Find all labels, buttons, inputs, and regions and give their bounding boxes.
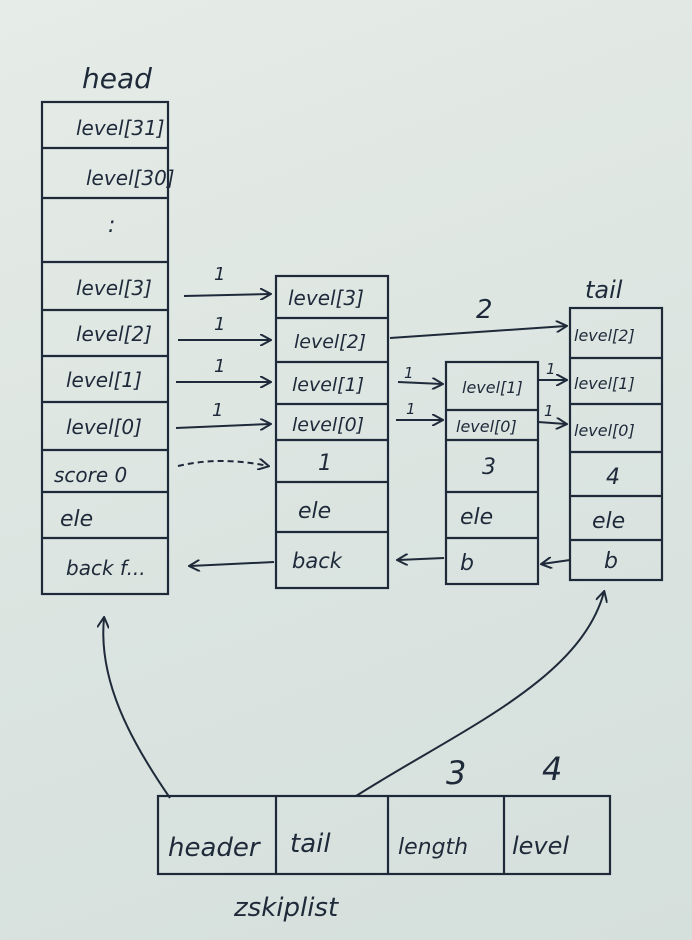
- head-cell-ele: ele: [60, 507, 93, 532]
- pointer-tail-to-tail: [355, 592, 604, 797]
- zskiplist-name: zskiplist: [233, 893, 339, 923]
- tail-node: level[2] level[1] level[0] 4 ele b: [568, 306, 664, 582]
- node-1-cell-level3: level[3]: [288, 286, 364, 310]
- head-cell-level2: level[2]: [76, 322, 152, 346]
- head-node-frame: [40, 100, 170, 596]
- node-2: level[1] level[0] 3 ele b: [444, 360, 540, 586]
- zskiplist-field-length: length: [398, 835, 468, 860]
- head-cell-level31: level[31]: [76, 116, 165, 140]
- pointer-score-null: [177, 461, 268, 466]
- head-cell-ellipsis: :: [108, 213, 115, 238]
- span-n2-l1: 1: [546, 360, 556, 378]
- forward-pointers: 1 1 1 1 2 1 1 1 1: [175, 264, 566, 466]
- zskiplist-frame: [156, 794, 612, 876]
- head-cell-level0: level[0]: [66, 415, 142, 439]
- node-1-frame: [274, 274, 390, 590]
- pointer-tail-back: [542, 560, 571, 564]
- node-1-cell-level2: level[2]: [294, 331, 366, 353]
- pointer-n1-l1: [397, 382, 442, 384]
- zskiplist-level-value: 4: [542, 750, 562, 788]
- zskiplist-field-level: level: [512, 832, 569, 860]
- zskiplist-field-header: header: [168, 833, 262, 863]
- head-cell-level3: level[3]: [76, 276, 152, 300]
- tail-cell-level1: level[1]: [574, 374, 635, 393]
- head-node: level[31] level[30] : level[3] level[2] …: [40, 100, 175, 596]
- node-1-cell-ele: ele: [298, 499, 331, 524]
- node-2-cell-score: 3: [482, 455, 496, 480]
- tail-node-frame: [568, 306, 664, 582]
- pointer-n2-l0: [537, 422, 566, 424]
- node-2-cell-b: b: [460, 551, 474, 576]
- node-1-cell-level0: level[0]: [292, 414, 364, 436]
- zskiplist-struct: header tail length level 3 4 zskiplist: [156, 750, 612, 923]
- node-1-cell-back: back: [292, 549, 343, 573]
- pointer-header-to-head: [103, 618, 171, 799]
- node-2-cell-level0: level[0]: [456, 417, 517, 436]
- pointer-n2-back: [398, 558, 445, 560]
- span-head-l0: 1: [212, 400, 223, 421]
- head-cell-level30: level[30]: [86, 166, 175, 190]
- span-head-l1: 1: [214, 356, 225, 377]
- node-2-frame: [444, 360, 540, 586]
- tail-cell-ele: ele: [592, 509, 625, 534]
- head-cell-score: score 0: [54, 463, 127, 487]
- tail-title: tail: [585, 276, 623, 304]
- tail-cell-score: 4: [606, 465, 620, 490]
- pointer-head-l3: [183, 294, 270, 296]
- struct-pointers: [103, 592, 604, 799]
- tail-cell-b: b: [604, 549, 618, 574]
- node-2-cell-ele: ele: [460, 505, 493, 530]
- head-cell-level1: level[1]: [66, 368, 142, 392]
- backward-pointers: [190, 558, 571, 566]
- span-n1-l1: 1: [404, 364, 414, 382]
- head-title: head: [82, 62, 152, 95]
- pointer-n1-back: [190, 562, 275, 566]
- head-cell-back: back f...: [66, 556, 146, 580]
- span-n1-l2: 2: [476, 295, 493, 325]
- span-head-l3: 1: [214, 264, 225, 285]
- node-2-cell-level1: level[1]: [462, 378, 523, 397]
- node-1-cell-score: 1: [318, 451, 332, 476]
- pointer-head-l0: [175, 424, 270, 428]
- span-n1-l0: 1: [406, 400, 416, 418]
- tail-cell-level2: level[2]: [574, 326, 635, 345]
- tail-cell-level0: level[0]: [574, 421, 635, 440]
- node-1-cell-level1: level[1]: [292, 374, 364, 396]
- node-1: level[3] level[2] level[1] level[0] 1 el…: [274, 274, 390, 590]
- span-n2-l0: 1: [544, 402, 554, 420]
- span-head-l2: 1: [214, 314, 225, 335]
- zskiplist-length-value: 3: [446, 754, 466, 792]
- zskiplist-field-tail: tail: [290, 829, 331, 859]
- pointer-n1-l2: [389, 326, 566, 339]
